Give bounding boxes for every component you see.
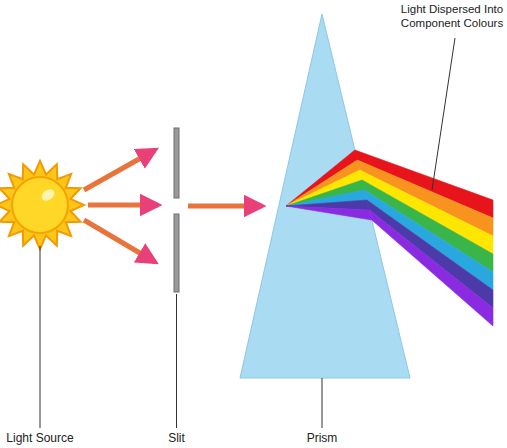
sun-disc [12,177,68,233]
slit-beam [188,204,262,209]
refracted-band [286,206,372,220]
sun-rays [0,161,84,249]
spectrum-bands [286,150,493,326]
leader-lines [40,38,455,428]
spectrum-band [367,200,493,308]
part-label: Light Source [6,431,73,445]
sun-icon [0,161,84,249]
sun-highlight [39,187,56,203]
spectrum-band [369,210,493,326]
part-label: Slit [168,431,185,445]
spectrum-band [365,190,493,290]
part-label: Prism [307,431,338,445]
callout-label: Light Dispersed Into Component Colours [400,3,504,31]
slit-plates [174,128,179,292]
incoming-rays [84,150,158,262]
